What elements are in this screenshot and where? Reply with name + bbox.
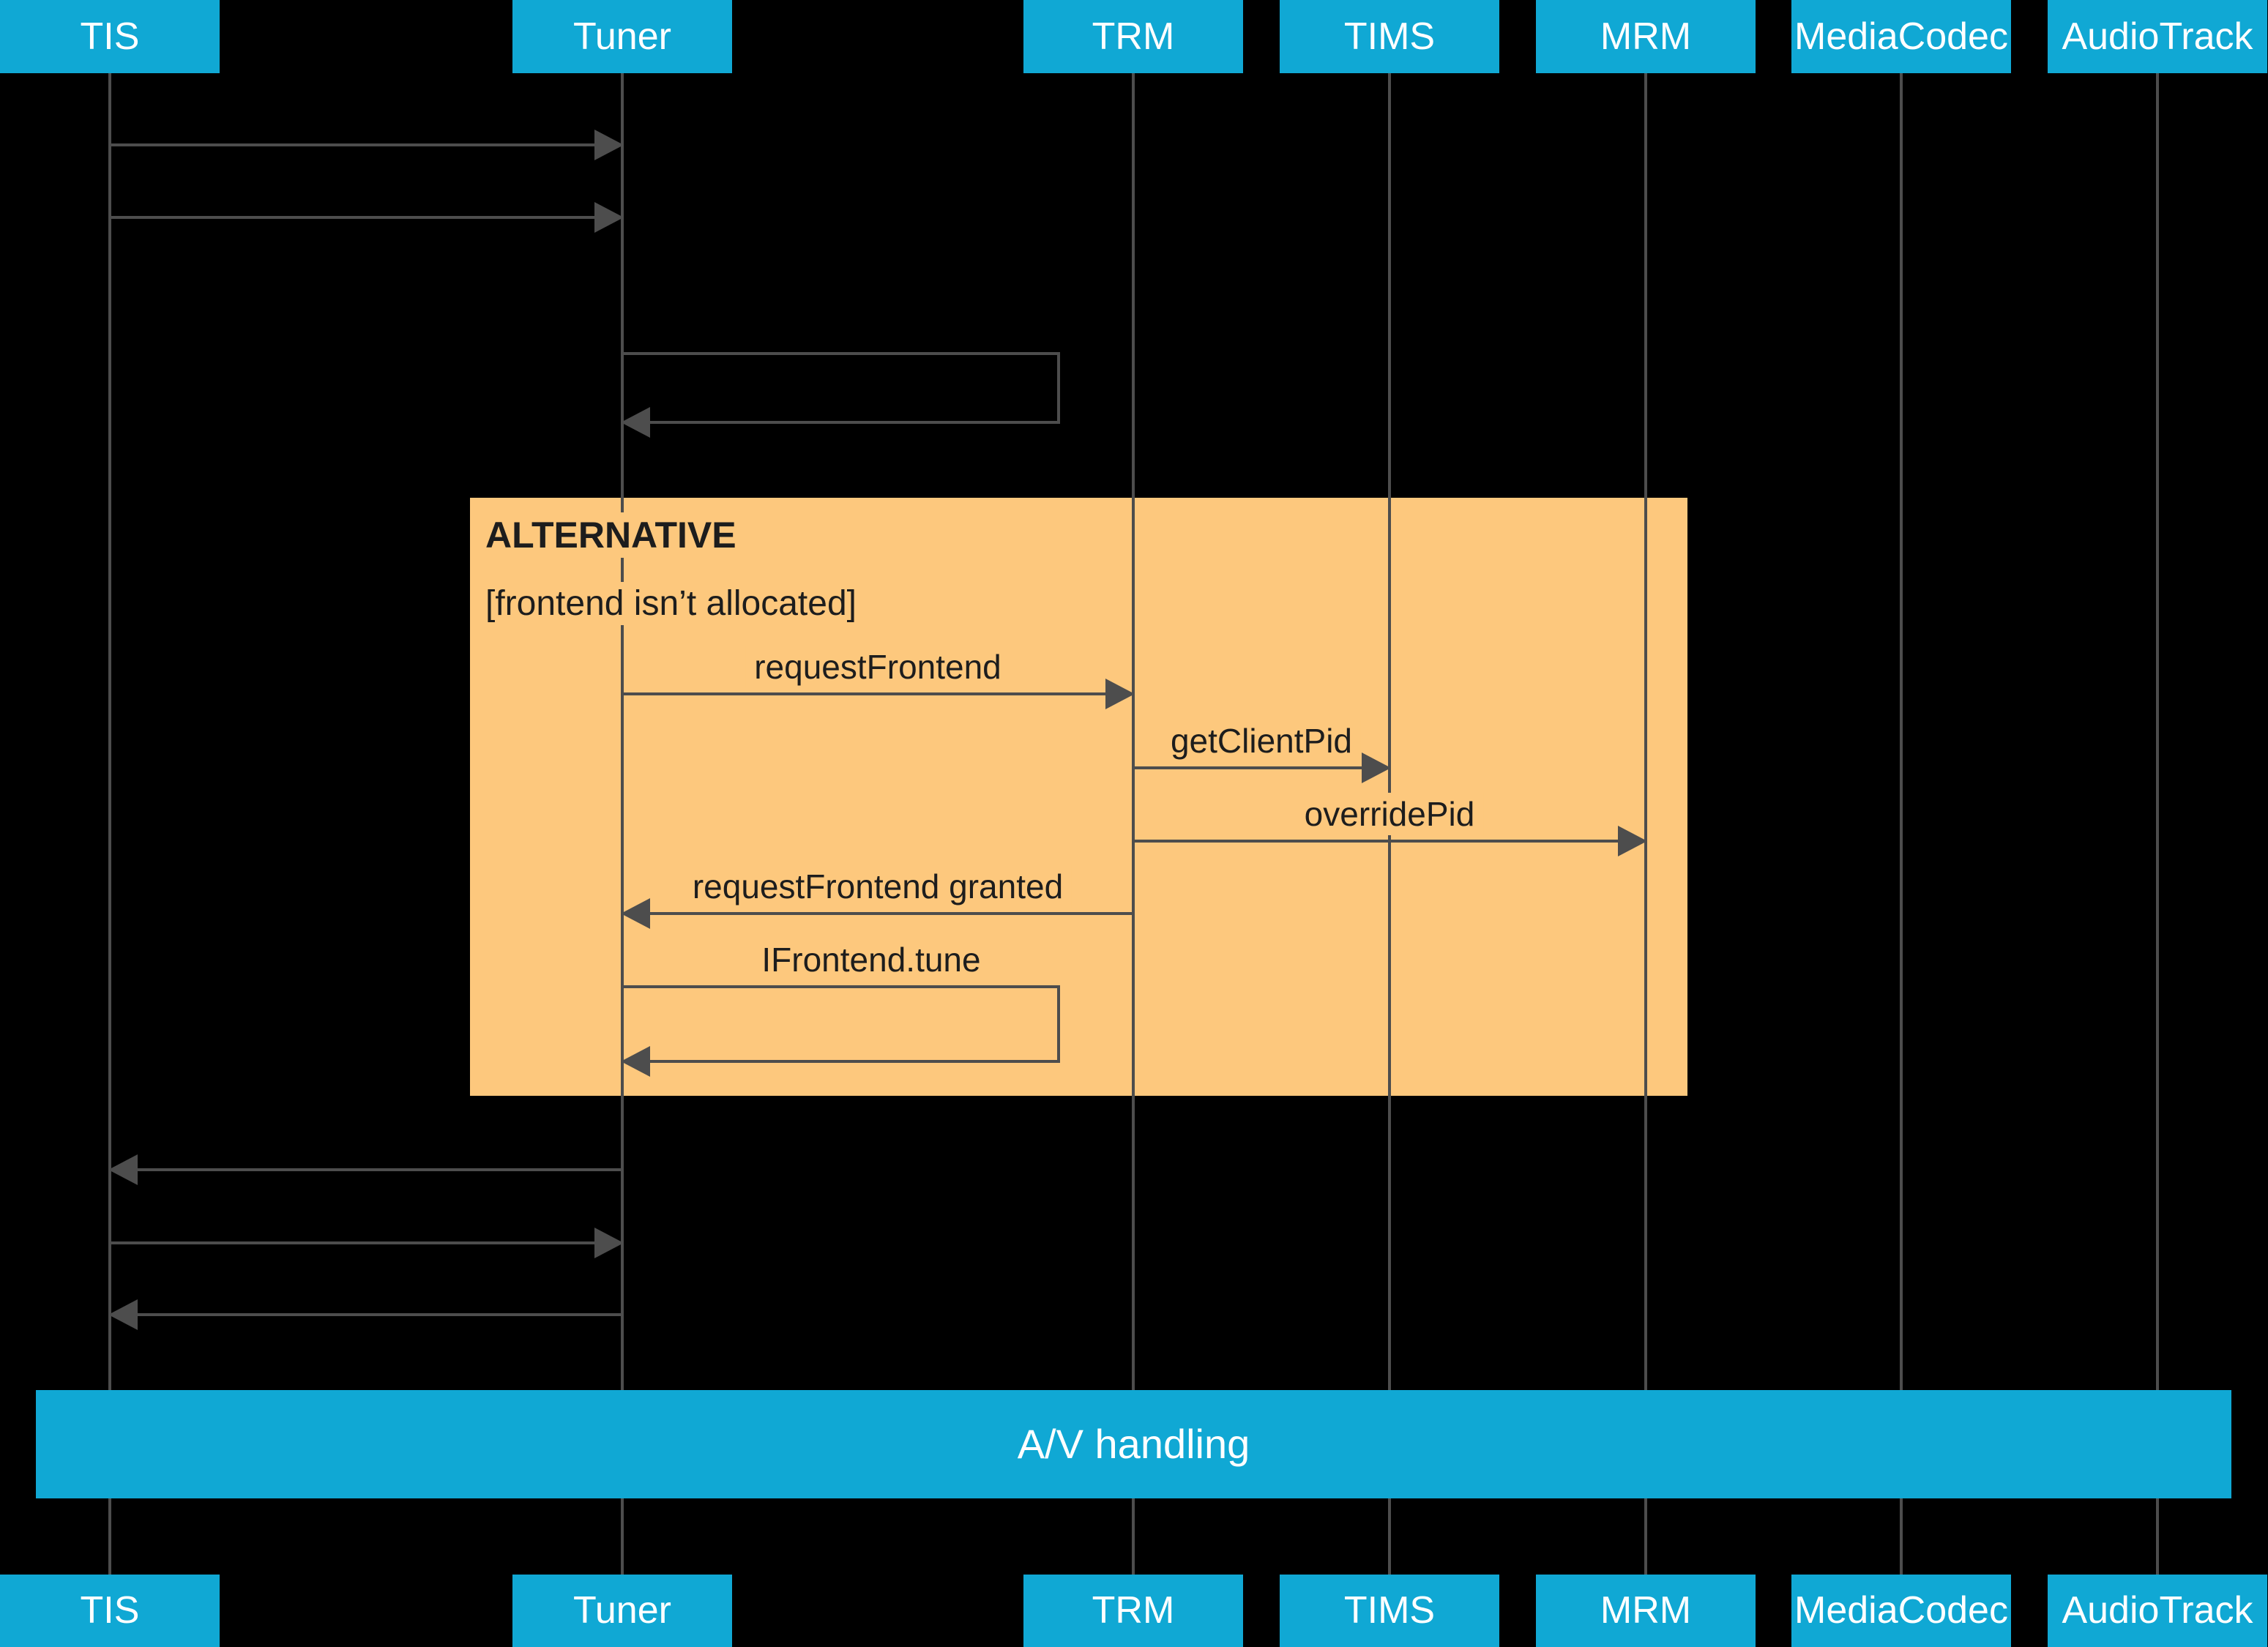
actor-bottom-tuner: Tuner [512,1575,732,1647]
actor-top-audiotrack: AudioTrack [2048,0,2267,73]
actor-top-tuner: Tuner [512,0,732,73]
actor-bottom-mediacodec: MediaCodec [1791,1575,2011,1647]
alt-fragment-condition: [frontend isn’t allocated] [485,582,864,625]
lifeline-audiotrack [2156,73,2159,1575]
message-arrow-tis-to-tuner-1 [110,130,624,160]
arrowhead-left-icon [621,1046,650,1077]
arrowhead-left-icon [621,407,650,438]
arrowhead-right-icon [1105,679,1135,709]
message-label-ifrontend-tune: IFrontend.tune [753,938,990,981]
alt-fragment-label: ALTERNATIVE [485,512,744,558]
self-message-loop-ifrontend-tune [621,985,1060,1077]
message-arrow-override-pid [1133,826,1647,856]
actor-bottom-trm: TRM [1023,1575,1243,1647]
actor-bottom-audiotrack: AudioTrack [2048,1575,2267,1647]
message-arrow-tis-to-tuner-2 [110,202,624,233]
message-label-override-pid: overridePid [1295,793,1484,835]
arrowhead-left-icon [108,1299,138,1330]
lifeline-mrm [1644,73,1647,1575]
arrowhead-right-icon [1362,752,1391,783]
arrowhead-right-icon [594,130,624,160]
lifeline-mediacodec [1900,73,1903,1575]
actor-bottom-mrm: MRM [1536,1575,1756,1647]
message-label-get-client-pid: getClientPid [1161,720,1362,762]
arrowhead-left-icon [621,898,650,929]
lifeline-tuner [621,73,624,1575]
av-handling-bar: A/V handling [36,1390,2231,1498]
self-message-loop-tuner [621,352,1060,438]
message-arrow-request-frontend-granted [621,898,1133,929]
actor-top-mediacodec: MediaCodec [1791,0,2011,73]
arrowhead-right-icon [594,1228,624,1258]
actor-top-mrm: MRM [1536,0,1756,73]
message-arrow-tuner-to-tis-1 [108,1154,622,1185]
actor-bottom-tims: TIMS [1280,1575,1499,1647]
message-label-request-frontend-granted: requestFrontend granted [683,865,1073,908]
lifeline-tis [108,73,111,1575]
actor-bottom-tis: TIS [0,1575,220,1647]
message-arrow-tuner-to-tis-2 [108,1299,622,1330]
message-arrow-get-client-pid [1133,752,1391,783]
message-label-request-frontend: requestFrontend [745,646,1010,688]
message-arrow-tis-to-tuner-3 [110,1228,624,1258]
actor-top-tis: TIS [0,0,220,73]
arrowhead-right-icon [1618,826,1647,856]
arrowhead-left-icon [108,1154,138,1185]
arrowhead-right-icon [594,202,624,233]
actor-top-trm: TRM [1023,0,1243,73]
actor-top-tims: TIMS [1280,0,1499,73]
message-arrow-request-frontend [622,679,1135,709]
lifeline-trm [1132,73,1135,1575]
